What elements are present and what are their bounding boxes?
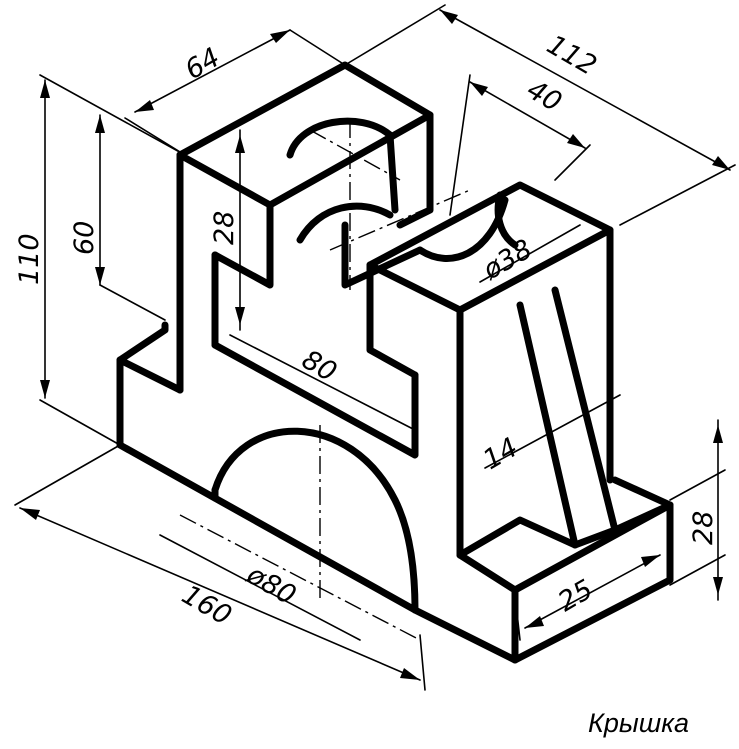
dim-40: 40 [522, 74, 567, 118]
dim-28-right: 28 [688, 511, 719, 545]
part-outline [116, 61, 674, 664]
dim-25: 25 [553, 574, 598, 618]
dim-112: 112 [542, 29, 602, 82]
dim-60: 60 [69, 221, 100, 255]
dim-14: 14 [478, 432, 523, 476]
dim-110: 110 [14, 233, 45, 285]
dim-80: 80 [297, 344, 342, 388]
dimension-lines [14, 4, 736, 691]
dim-64: 64 [180, 42, 225, 86]
drawing-title: Крышка [588, 708, 689, 738]
dim-28-left: 28 [209, 211, 240, 245]
dimension-arrows [20, 10, 730, 680]
dim-160: 160 [177, 579, 237, 632]
